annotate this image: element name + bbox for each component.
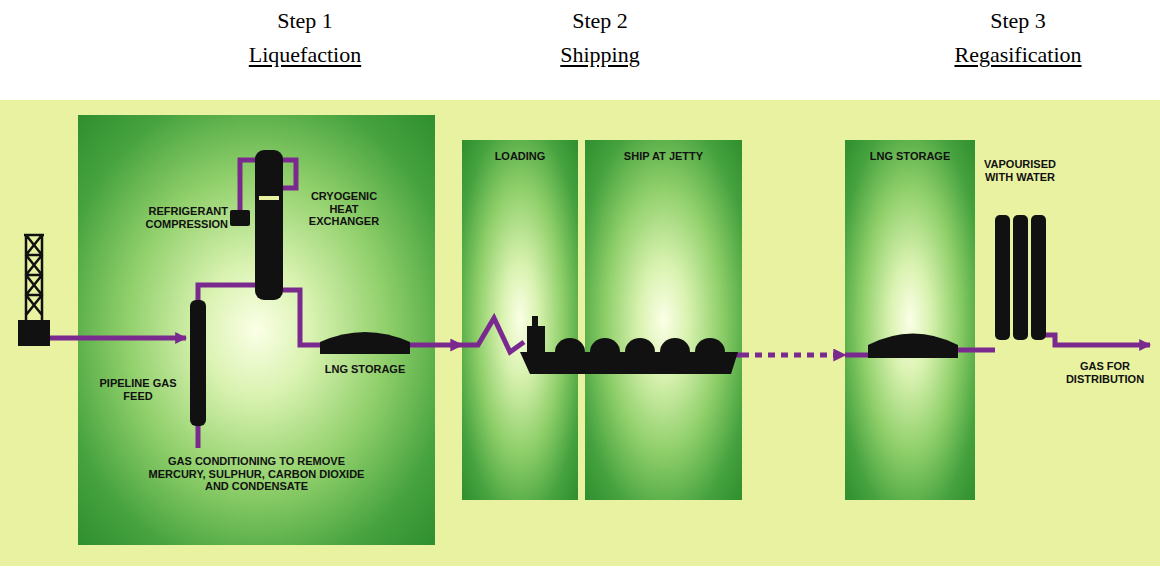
loading-arm — [462, 318, 524, 352]
process-pipes — [50, 160, 1150, 448]
ship-hull — [520, 352, 738, 374]
cargo-tank — [660, 338, 690, 352]
vaporiser — [1031, 215, 1046, 340]
exchanger-joint — [259, 196, 279, 200]
flow-arrow — [435, 343, 462, 348]
step-title: Regasification — [908, 42, 1128, 68]
ship-funnel — [532, 316, 538, 326]
equipment-label: REFRIGERANT COMPRESSION — [100, 205, 228, 230]
distribution-pipe — [1045, 335, 1150, 345]
cargo-tank — [625, 338, 655, 352]
equipment-label: VAPOURISED WITH WATER — [975, 158, 1065, 183]
heat-exchanger-column — [255, 150, 283, 300]
tower-base — [18, 320, 50, 346]
step-number: Step 3 — [908, 8, 1128, 34]
tower-lattice — [24, 235, 44, 320]
ship-outlet — [736, 353, 742, 358]
stage-heading: LNG STORAGE — [865, 150, 955, 163]
lng-ship — [520, 316, 738, 374]
liquefaction-box: REFRIGERANT COMPRESSION CRYOGENIC HEAT EX… — [78, 115, 435, 545]
lng-tank — [320, 332, 410, 354]
storage-box: LNG STORAGE — [845, 140, 975, 500]
vaporiser — [1013, 215, 1028, 340]
conditioning-pipe — [196, 424, 201, 448]
input-label: PIPELINE GAS FEED — [90, 377, 186, 402]
cargo-tank — [590, 338, 620, 352]
stage-heading: SHIP AT JETTY — [589, 150, 738, 163]
jetty-box: SHIP AT JETTY — [585, 140, 742, 500]
stage-heading: LOADING — [466, 150, 574, 163]
process-note: GAS CONDITIONING TO REMOVE MERCURY, SULP… — [141, 455, 372, 493]
step-number: Step 1 — [195, 8, 415, 34]
cargo-tank — [695, 338, 725, 352]
feed-pipe — [50, 336, 186, 341]
exchanger-outlet — [283, 290, 322, 345]
wellhead-tower — [18, 235, 50, 346]
lng-tank — [868, 334, 958, 359]
terminal-inlet — [845, 353, 870, 358]
vaporiser-inlet — [956, 348, 995, 353]
output-label: GAS FOR DISTRIBUTION — [1056, 360, 1154, 385]
refrigerant-loop — [240, 160, 296, 212]
separator-column — [190, 300, 206, 426]
cargo-tank — [555, 338, 585, 352]
vaporisers — [995, 215, 1046, 340]
compressor — [230, 210, 250, 226]
equipment-label: CRYOGENIC HEAT EXCHANGER — [298, 190, 390, 228]
ship-bridge — [527, 326, 545, 352]
storage-outlet — [408, 343, 435, 348]
loading-box: LOADING — [462, 140, 578, 500]
equipment-label: LNG STORAGE — [310, 363, 420, 376]
step-title: Shipping — [490, 42, 710, 68]
vaporiser — [995, 215, 1010, 340]
step-number: Step 2 — [490, 8, 710, 34]
ship-tanks — [555, 338, 725, 352]
flow-arrow — [742, 353, 845, 358]
separator-pipe — [198, 285, 255, 302]
process-panel: REFRIGERANT COMPRESSION CRYOGENIC HEAT EX… — [0, 100, 1160, 566]
step-title: Liquefaction — [195, 42, 415, 68]
